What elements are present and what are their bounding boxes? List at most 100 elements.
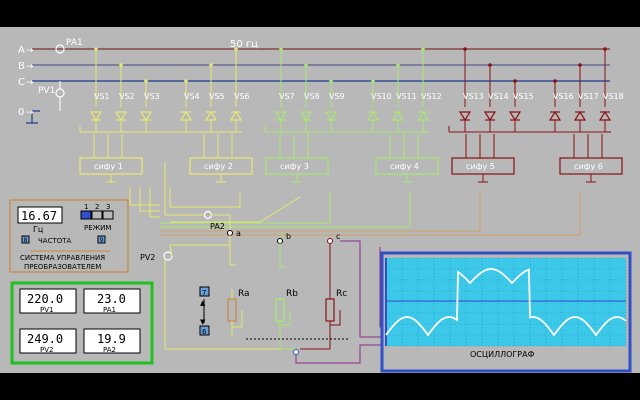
arrow-down-icon: ▼ xyxy=(200,318,206,326)
frequency-caption: ЧАСТОТА xyxy=(38,237,72,245)
thyristor-vs11[interactable]: VS11 xyxy=(391,65,417,132)
thyristor-label: VS8 xyxy=(304,92,320,101)
resistor-ra[interactable] xyxy=(227,298,237,322)
phase-buses xyxy=(26,48,610,124)
thyristor-vs17[interactable]: VS17 xyxy=(573,65,599,132)
thyristor-label: VS16 xyxy=(553,92,574,101)
sifu-label: сифу 2 xyxy=(204,162,233,171)
thyristor-label: VS5 xyxy=(209,92,225,101)
mode-button-2[interactable] xyxy=(91,210,103,220)
oscilloscope-trace xyxy=(385,268,627,337)
thyristor-vs2[interactable]: VS2 xyxy=(114,65,135,132)
phase-label-0: 0 xyxy=(18,107,24,118)
thyristor-label: VS12 xyxy=(421,92,442,101)
frequency-decrease-key[interactable] xyxy=(21,235,30,244)
load-circuit: PA2 a Ra PV2 b Rb c Rc xyxy=(140,162,420,364)
pv2-value: 249.0 xyxy=(27,332,63,346)
pa2-reading xyxy=(83,328,141,354)
pa1-reading-label: PA1 xyxy=(103,306,116,314)
ra-label: Ra xyxy=(238,289,250,299)
thyristor-vs16[interactable]: VS16 xyxy=(548,81,574,132)
thyristor-vs8[interactable]: VS8 xyxy=(299,65,320,132)
sifu-2[interactable]: сифу 2 xyxy=(189,134,253,183)
node-a-label: a xyxy=(236,229,241,238)
phase-label-c: C xyxy=(18,77,25,88)
oscilloscope-title: ОСЦИЛЛОГРАФ xyxy=(470,350,535,359)
pa1-meter[interactable]: PA1 xyxy=(55,38,83,54)
thyristor-label: VS15 xyxy=(513,92,534,101)
pa2-label: PA2 xyxy=(210,222,225,231)
arrow-icon: → xyxy=(26,78,34,88)
thyristor-vs6[interactable]: VS6 xyxy=(229,49,250,132)
node-c-label: c xyxy=(336,232,340,241)
thyristor-label: VS11 xyxy=(396,92,417,101)
ra-decrease-key[interactable] xyxy=(199,325,210,336)
ra-adjust-keys: 7 ▲ ▼ 6 xyxy=(199,286,210,336)
thyristor-label: VS17 xyxy=(578,92,599,101)
phase-labels: A B C 0 → → → → xyxy=(18,45,34,118)
thyristor-vs10[interactable]: VS10 xyxy=(366,81,392,132)
control-title-line2: ПРЕОБРАЗОВАТЕЛЕМ xyxy=(24,263,101,271)
sifu-6[interactable]: сифу 6 xyxy=(559,134,623,183)
thyristor-label: VS4 xyxy=(184,92,200,101)
pv1-value: 220.0 xyxy=(27,292,63,306)
thyristor-vs7[interactable]: VS7 xyxy=(274,49,295,132)
mode-button-3[interactable] xyxy=(102,210,114,220)
arrow-icon: → xyxy=(26,108,34,118)
sifu-5[interactable]: сифу 5 xyxy=(451,134,515,183)
frequency-unit: Гц xyxy=(33,225,44,234)
resistor-rc[interactable] xyxy=(325,298,335,322)
resistor-rb[interactable] xyxy=(275,298,285,322)
mode-number-3: 3 xyxy=(106,203,110,211)
phase-label-a: A xyxy=(18,45,25,56)
oscilloscope: ОСЦИЛЛОГРАФ xyxy=(380,251,632,373)
sifu-units: сифу 1 сифу 2 сифу 3 сифу 4 сифу 5 сифу 6 xyxy=(79,134,623,183)
frequency-increase-label: 9 xyxy=(100,237,104,244)
sifu-4[interactable]: сифу 4 xyxy=(375,134,439,183)
pv1-meter[interactable]: PV1 xyxy=(38,81,65,111)
thyristor-vs9[interactable]: VS9 xyxy=(324,81,345,132)
thyristor-label: VS9 xyxy=(329,92,345,101)
thyristor-vs15[interactable]: VS15 xyxy=(508,81,534,132)
pa2-value: 19.9 xyxy=(97,332,126,346)
thyristor-vs13[interactable]: VS13 xyxy=(458,49,484,132)
pv2-reading-label: PV2 xyxy=(40,346,53,354)
thyristor-vs14[interactable]: VS14 xyxy=(483,65,509,132)
thyristor-label: VS14 xyxy=(488,92,509,101)
frequency-display xyxy=(17,206,63,224)
mode-number-1: 1 xyxy=(84,203,88,211)
thyristor-vs3[interactable]: VS3 xyxy=(139,81,160,132)
pa2-meter[interactable] xyxy=(203,210,213,220)
pa1-value: 23.0 xyxy=(97,292,126,306)
pv2-label: PV2 xyxy=(140,253,155,262)
sifu-label: сифу 1 xyxy=(94,162,123,171)
pv2-meter[interactable] xyxy=(163,251,173,261)
ra-decrease-label: 6 xyxy=(202,328,207,336)
sifu-1[interactable]: сифу 1 xyxy=(79,134,143,183)
thyristor-label: VS10 xyxy=(371,92,392,101)
frequency-value: 16.67 xyxy=(21,209,57,223)
thyristor-vs12[interactable]: VS12 xyxy=(416,49,442,132)
thyristor-vs5[interactable]: VS5 xyxy=(204,65,225,132)
control-system-panel: 16.67 Гц 8 ЧАСТОТА 9 1 2 3 РЕЖИМ СИСТЕМА… xyxy=(9,199,129,273)
thyristor-vs4[interactable]: VS4 xyxy=(179,81,200,132)
thyristor-label: VS13 xyxy=(463,92,484,101)
frequency-increase-key[interactable] xyxy=(97,235,106,244)
mode-button-1[interactable] xyxy=(80,210,92,220)
thyristor-label: VS2 xyxy=(119,92,135,101)
arrow-up-icon: ▲ xyxy=(200,299,206,307)
sifu-label: сифу 6 xyxy=(574,162,603,171)
sifu-3[interactable]: сифу 3 xyxy=(265,134,329,183)
pa1-reading xyxy=(83,288,141,314)
ra-increase-key[interactable] xyxy=(199,286,210,297)
readings-panel: 220.0 PV1 23.0 PA1 249.0 PV2 19.9 PA2 xyxy=(10,281,154,365)
mode-caption: РЕЖИМ xyxy=(84,224,111,232)
thyristor-label: VS1 xyxy=(94,92,110,101)
sifu-label: сифу 4 xyxy=(390,162,419,171)
thyristor-label: VS6 xyxy=(234,92,250,101)
thyristor-vs18[interactable]: VS18 xyxy=(598,49,624,132)
thyristor-vs1[interactable]: VS1 xyxy=(89,49,110,132)
